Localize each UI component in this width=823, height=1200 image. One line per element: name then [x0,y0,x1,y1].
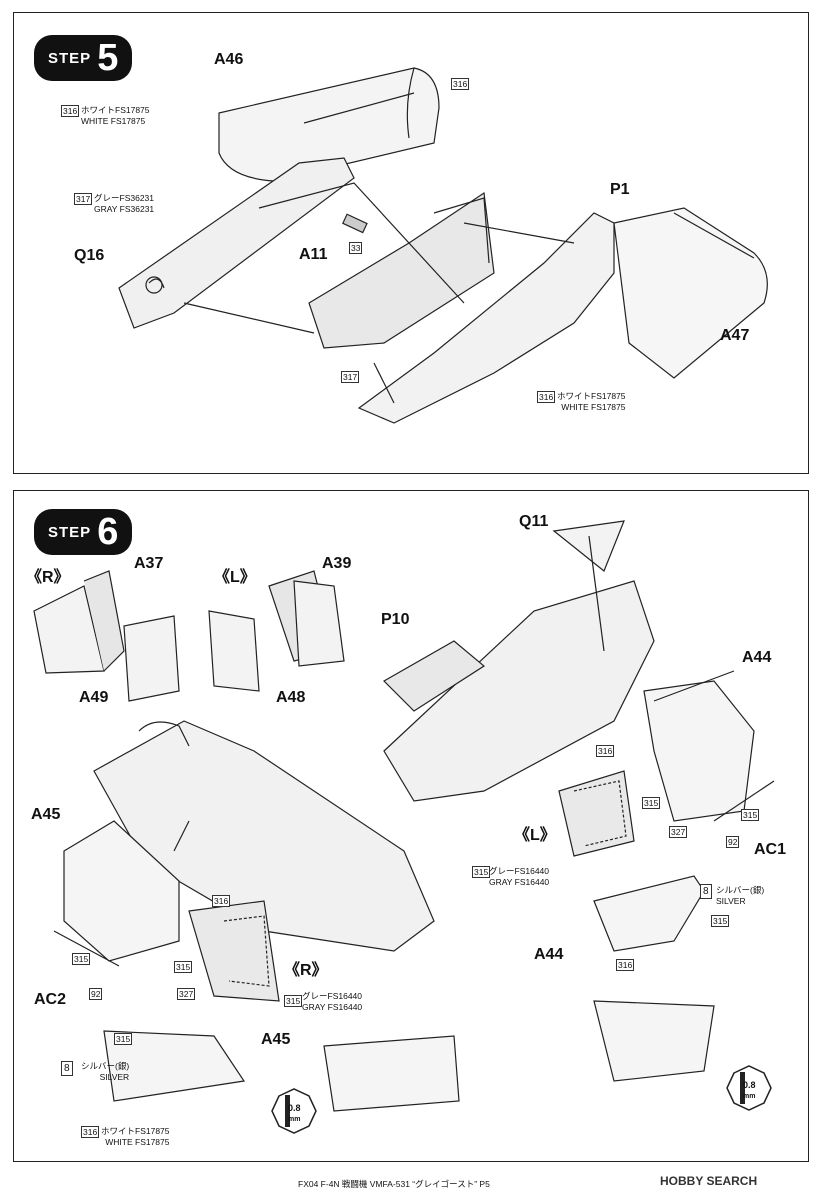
step6-panel: STEP 6 Q11 《R》 A37 《L》 A39 P10 A49 A48 A… [13,490,809,1162]
paint-code-316: 316 [537,391,556,403]
side-r-label: 《R》 [26,569,70,586]
drill-size-icon: 0.8 mm [264,1089,308,1133]
part-ac1-label: AC1 [754,841,787,858]
side-l-label: 《L》 [214,569,256,586]
part-a39-label: A39 [322,555,352,572]
paint-note-gray: グレーFS16440 GRAY FS16440 [302,991,362,1013]
part-ac2-label: AC2 [34,991,67,1008]
paint-note-silver: シルバー(銀) SILVER [716,885,764,907]
paint-code-92: 92 [726,836,740,848]
paint-code-315: 315 [114,1033,133,1045]
part-p1-label: P1 [610,181,630,198]
paint-code-316: 316 [451,78,470,90]
paint-code-315: 315 [741,809,760,821]
note-en: WHITE FS17875 [81,116,146,126]
note-en: GRAY FS16440 [489,877,550,887]
note-jp: グレーFS16440 [302,991,362,1001]
paint-note-silver: シルバー(銀) SILVER [81,1061,129,1083]
part-a49-label: A49 [79,689,109,706]
drill-octagon-left [271,1088,317,1134]
step-number: 6 [97,510,119,553]
note-en: SILVER [99,1072,130,1082]
paint-code-33: 33 [349,242,363,254]
note-jp: シルバー(銀) [81,1061,130,1071]
paint-code-8: 8 [700,884,712,899]
step5-panel: STEP 5 A46 P1 Q16 A11 A47 316 316 ホワイトFS… [13,12,809,474]
step-number: 5 [97,36,119,79]
paint-code-315: 315 [284,995,303,1007]
note-jp: ホワイトFS17875 [81,105,150,115]
paint-code-327: 327 [669,826,688,838]
part-a44-label: A44 [742,649,772,666]
paint-note-gray: グレーFS16440 GRAY FS16440 [489,866,549,888]
step5-illustration [118,67,768,424]
drill-value: 0.8 [288,1103,301,1113]
paint-code-315: 315 [642,797,661,809]
side-l-label: 《L》 [514,827,556,844]
paint-note-white: ホワイトFS17875 WHITE FS17875 [557,391,626,413]
watermark: HOBBY SEARCH [660,1174,758,1188]
note-en: GRAY FS36231 [94,204,155,214]
step6-illustration [33,520,775,1134]
step-word: STEP [48,523,92,541]
part-a48-label: A48 [276,689,306,706]
note-jp: グレーFS36231 [94,193,154,203]
paint-code-315: 315 [472,866,491,878]
part-a11-label: A11 [299,246,328,263]
part-q16-label: Q16 [74,247,105,264]
part-a44-label: A44 [534,946,564,963]
part-a45-label: A45 [31,806,61,823]
note-en: GRAY FS16440 [302,1002,363,1012]
paint-note-gray: グレーFS36231 GRAY FS36231 [94,193,154,215]
paint-note-white: ホワイトFS17875 WHITE FS17875 [81,105,150,127]
paint-code-327: 327 [177,988,196,1000]
paint-code-315: 315 [174,961,193,973]
paint-code-316: 316 [81,1126,100,1138]
drill-value: 0.8 [743,1080,756,1090]
part-q11-label: Q11 [519,513,549,530]
drill-unit: mm [743,1093,756,1100]
note-jp: グレーFS16440 [489,866,549,876]
step6-badge: STEP 6 [34,509,133,555]
drill-octagon-right [726,1065,772,1111]
paint-code-317: 317 [341,371,360,383]
paint-code-317: 317 [74,193,93,205]
paint-code-316: 316 [212,895,231,907]
side-r-label: 《R》 [284,962,328,979]
paint-code-316: 316 [596,745,615,757]
note-jp: ホワイトFS17875 [557,391,626,401]
drill-size-value: 0.8 mm [288,1103,301,1125]
part-a46-label: A46 [214,51,244,68]
part-a37-label: A37 [134,555,164,572]
paint-code-92: 92 [89,988,103,1000]
note-jp: シルバー(銀) [716,885,765,895]
part-a47-label: A47 [720,327,750,344]
page-footer: FX04 F-4N 戦闘機 VMFA-531 “グレイゴースト” P5 [298,1179,490,1189]
paint-code-315: 315 [72,953,91,965]
drill-size-icon: 0.8 mm [719,1066,763,1110]
step-word: STEP [48,49,92,67]
note-en: WHITE FS17875 [561,402,626,412]
part-p10-label: P10 [381,611,410,628]
note-en: SILVER [716,896,746,906]
drill-size-value: 0.8 mm [743,1080,756,1102]
paint-code-316: 316 [61,105,80,117]
paint-note-white: ホワイトFS17875 WHITE FS17875 [101,1126,170,1148]
paint-code-315: 315 [711,915,730,927]
step5-badge: STEP 5 [34,35,133,81]
note-jp: ホワイトFS17875 [101,1126,170,1136]
drill-unit: mm [288,1116,301,1123]
part-a45-label: A45 [261,1031,291,1048]
paint-code-316: 316 [616,959,635,971]
paint-code-8: 8 [61,1061,73,1076]
note-en: WHITE FS17875 [105,1137,170,1147]
